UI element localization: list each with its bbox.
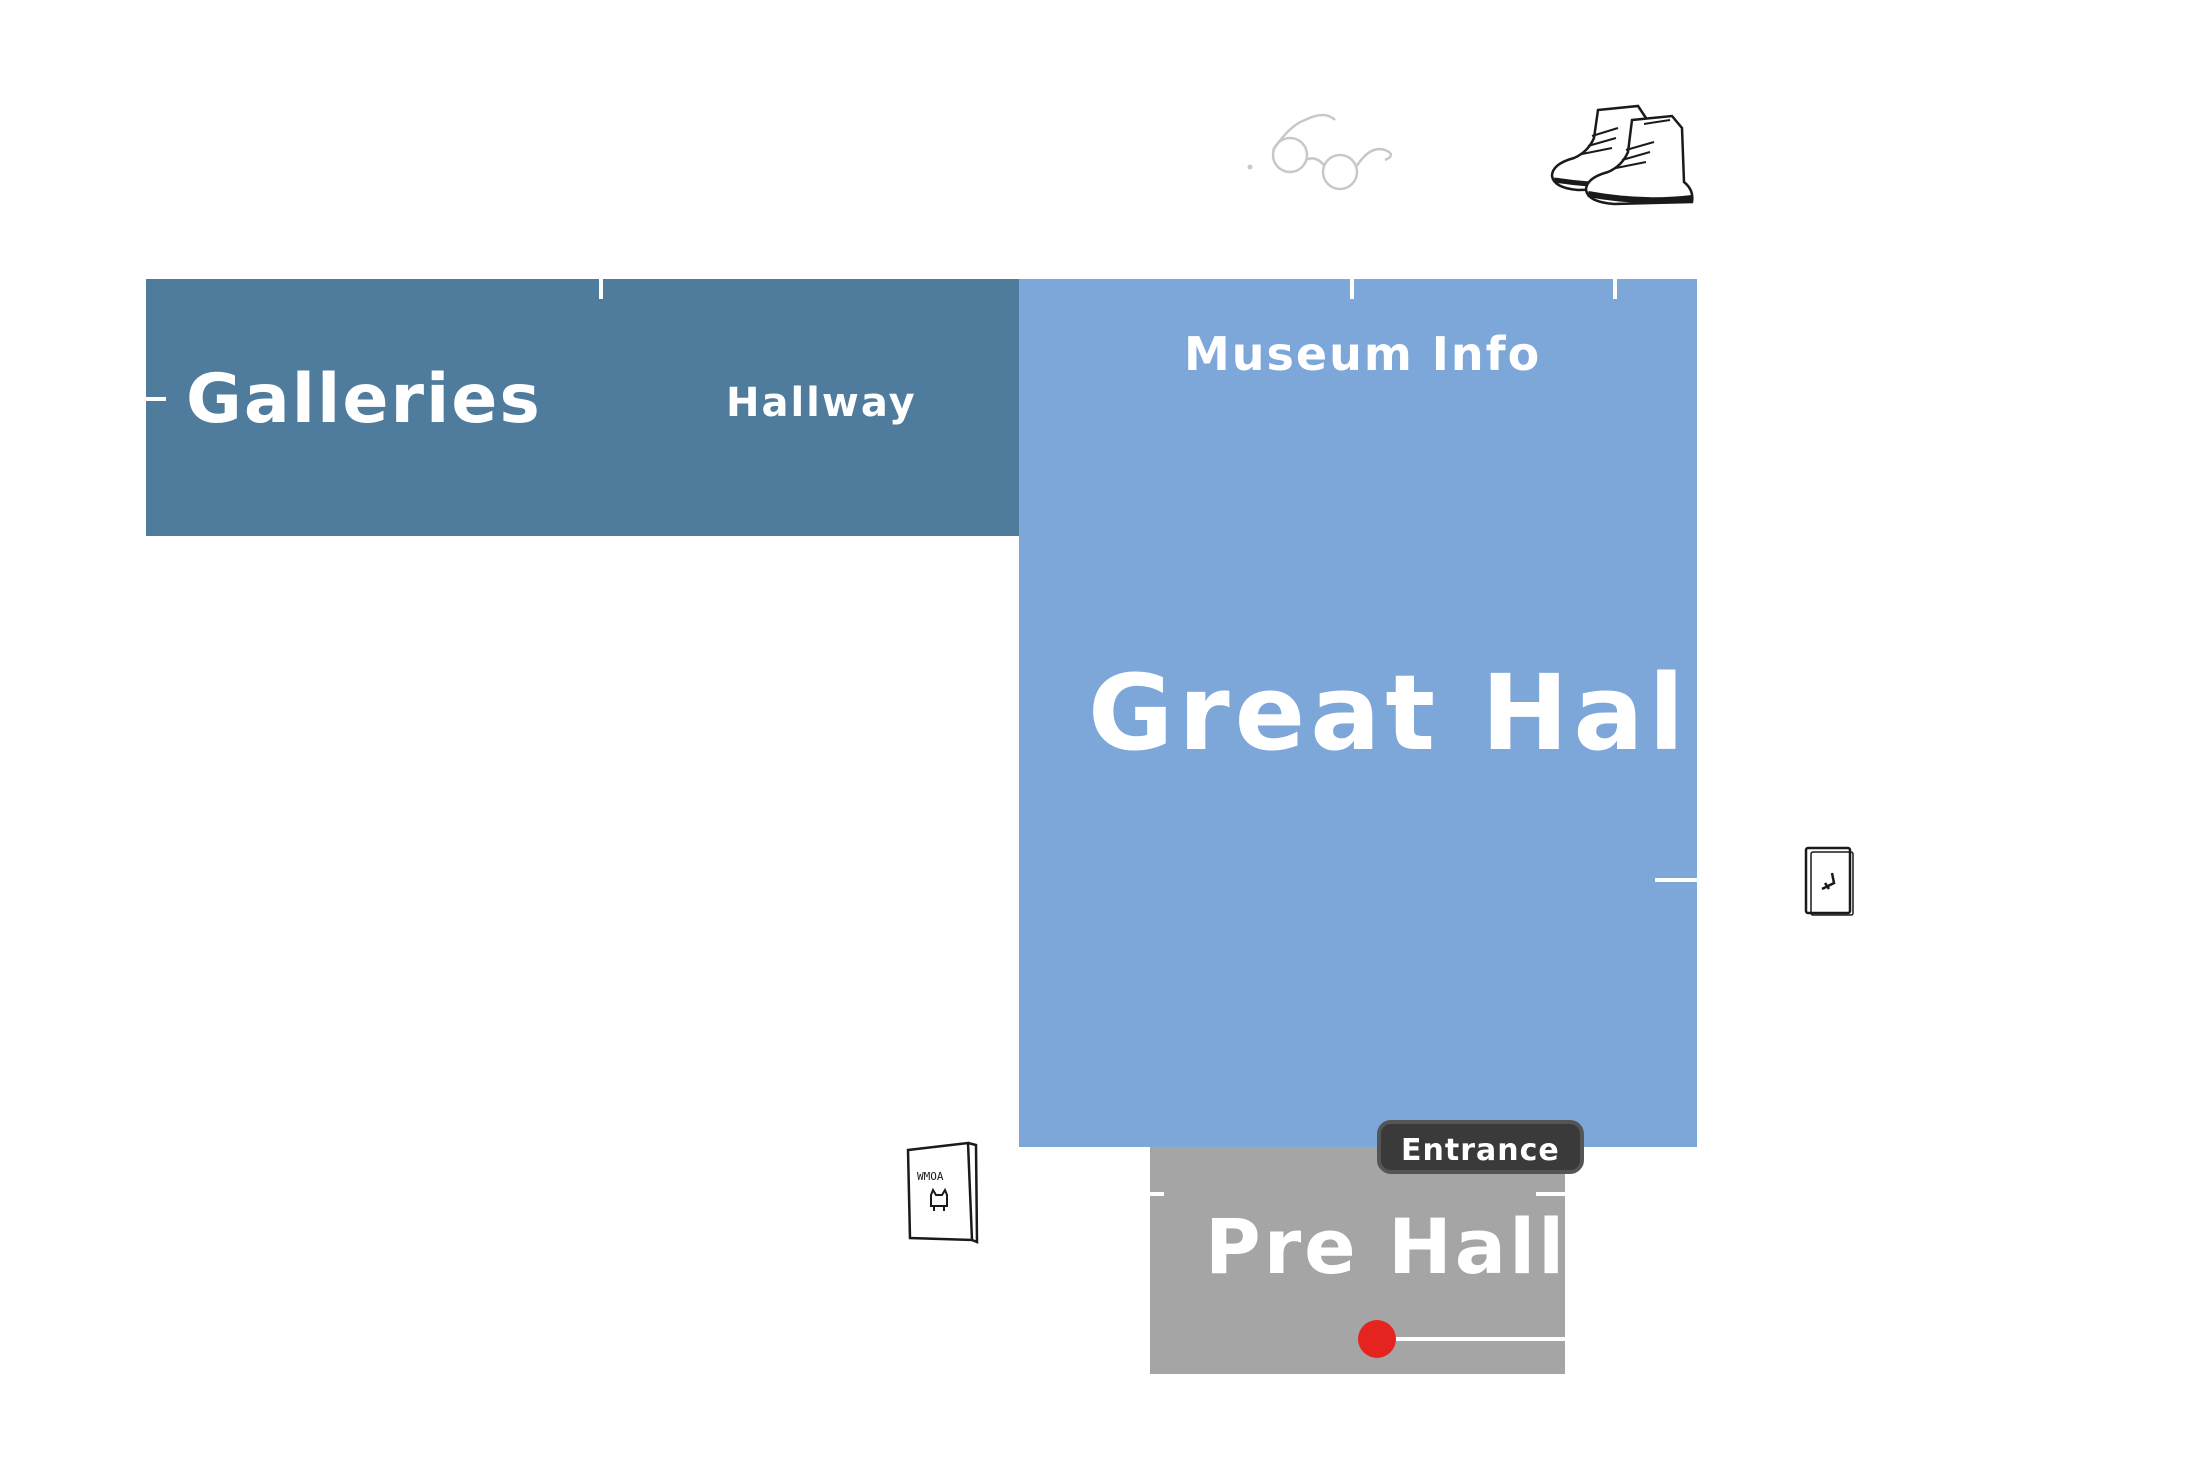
entrance-badge[interactable]: Entrance bbox=[1377, 1120, 1584, 1174]
pre-hall-room[interactable] bbox=[1150, 1147, 1565, 1374]
galleries-label[interactable]: Galleries bbox=[186, 360, 542, 439]
entrance-door-line bbox=[1378, 1337, 1565, 1341]
brochure-text: WMOA bbox=[917, 1170, 944, 1183]
door-tick bbox=[146, 397, 166, 401]
door-tick bbox=[1655, 878, 1697, 882]
museum-brochure-icon[interactable]: WMOA bbox=[905, 1140, 980, 1245]
door-tick bbox=[1150, 1192, 1164, 1196]
light-switch-icon[interactable] bbox=[1803, 845, 1855, 917]
you-are-here-marker bbox=[1358, 1320, 1396, 1358]
pre-hall-label[interactable]: Pre Hall bbox=[1205, 1202, 1568, 1291]
great-hall-label[interactable]: Great Hall bbox=[1088, 652, 1730, 774]
museum-info-label[interactable]: Museum Info bbox=[1184, 327, 1542, 381]
great-hall-room[interactable] bbox=[1019, 279, 1697, 1147]
door-tick bbox=[1536, 1192, 1565, 1196]
door-tick bbox=[1613, 279, 1617, 299]
door-tick bbox=[599, 279, 603, 299]
door-tick bbox=[1350, 279, 1354, 299]
hallway-label[interactable]: Hallway bbox=[726, 380, 917, 426]
boots-icon[interactable] bbox=[1548, 98, 1696, 210]
galleries-wing bbox=[146, 279, 1019, 536]
glasses-icon[interactable] bbox=[1245, 105, 1435, 200]
